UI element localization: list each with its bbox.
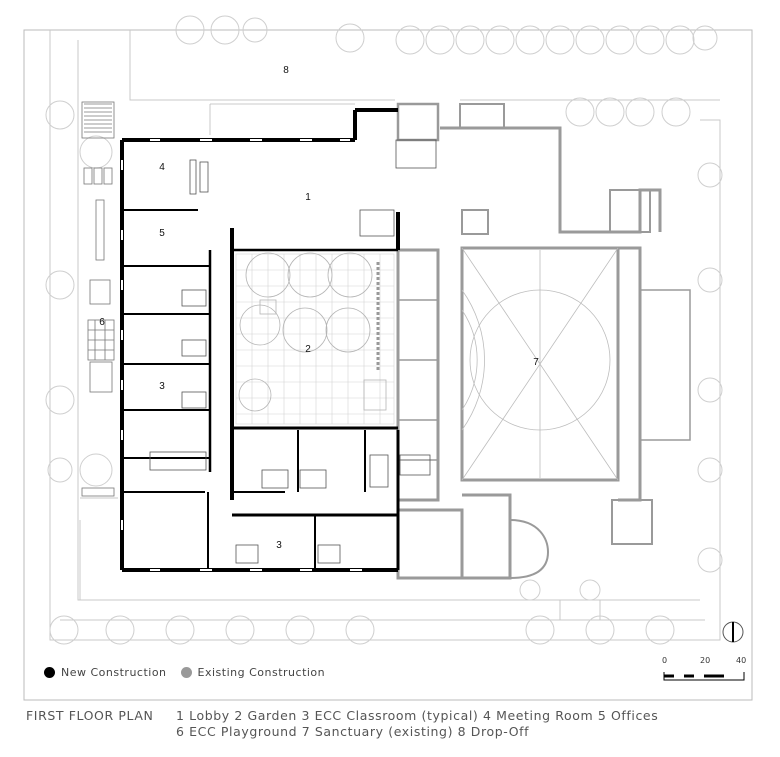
trees xyxy=(45,15,723,645)
site-lines xyxy=(49,30,721,641)
legend-new-label: New Construction xyxy=(61,666,167,679)
room-number-sanctuary: 7 xyxy=(533,357,539,368)
new-construction xyxy=(120,108,400,572)
legend-existing: Existing Construction xyxy=(180,666,326,679)
room-number-offices: 5 xyxy=(159,228,165,239)
new-construction-swatch xyxy=(44,667,55,678)
garden-paving xyxy=(235,253,395,425)
room-number-garden: 2 xyxy=(305,344,311,355)
existing-construction-swatch xyxy=(180,667,192,678)
bike-rack xyxy=(81,101,115,497)
playground-equipment xyxy=(87,199,115,393)
room-number-playground: 6 xyxy=(99,317,105,328)
scale-tick-0: 0 xyxy=(662,656,668,665)
garden-planting xyxy=(238,252,387,412)
plan-caption: FIRST FLOOR PLAN 1 Lobby 2 Garden 3 ECC C… xyxy=(26,708,658,740)
sanctuary-seating-lines xyxy=(461,247,619,481)
north-arrow xyxy=(722,621,744,643)
room-number-lobby: 1 xyxy=(305,192,311,203)
scale-graphic xyxy=(663,672,745,681)
room-number-classroom-west: 3 xyxy=(159,381,165,392)
existing-construction xyxy=(396,102,691,580)
legend: New Construction Existing Construction xyxy=(44,666,325,679)
room-number-drop-off: 8 xyxy=(283,65,289,76)
room-number-classroom-south: 3 xyxy=(276,540,282,551)
interior-details xyxy=(149,139,437,564)
caption-line-2: 6 ECC Playground 7 Sanctuary (existing) … xyxy=(176,724,530,739)
scale-tick-20: 20 xyxy=(700,656,711,665)
window-openings xyxy=(121,139,362,571)
scale-tick-40: 40 xyxy=(736,656,747,665)
sheet-frame xyxy=(23,29,753,701)
room-number-meeting-room: 4 xyxy=(159,162,165,173)
legend-new: New Construction xyxy=(44,666,167,679)
drop-off-line xyxy=(209,103,355,135)
caption-line-1: 1 Lobby 2 Garden 3 ECC Classroom (typica… xyxy=(176,708,659,723)
scale-bar: 0 20 40 xyxy=(660,656,746,686)
legend-existing-label: Existing Construction xyxy=(197,666,326,679)
caption-title: FIRST FLOOR PLAN xyxy=(26,708,154,723)
